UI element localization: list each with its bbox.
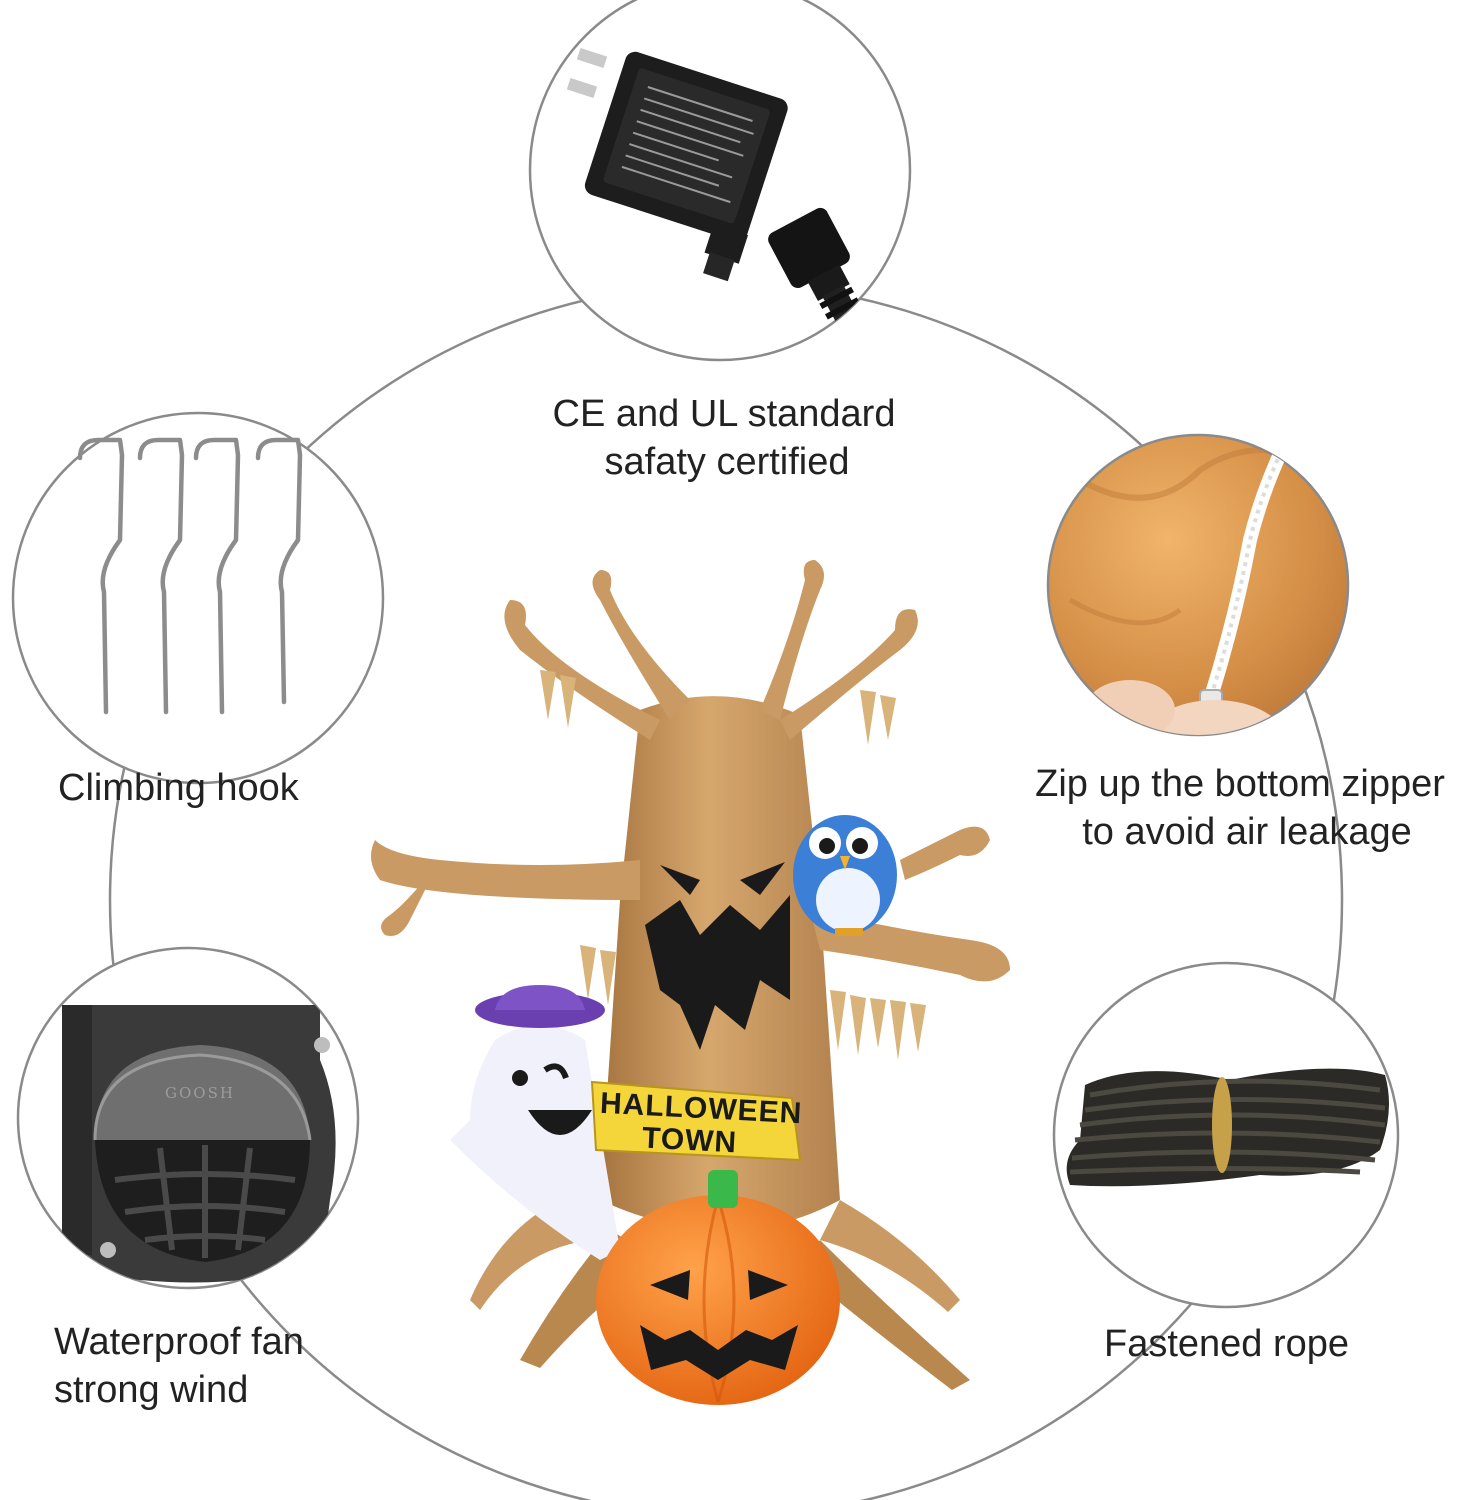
zipper-caption-line1: Zip up the bottom zipper	[1035, 763, 1445, 805]
power-caption-line2: safaty certified	[604, 441, 850, 483]
fan-caption-line2: strong wind	[54, 1369, 249, 1411]
hook-caption: Climbing hook	[58, 767, 299, 809]
zipper-circle	[1046, 433, 1350, 737]
inflatable-tree-illustration	[371, 560, 1010, 1405]
fan-brand-mark: GOOSH	[165, 1084, 235, 1102]
rope-bundle-icon	[1066, 1068, 1389, 1187]
fan-blower-icon	[62, 1005, 336, 1283]
hook-circle	[11, 411, 385, 785]
halloween-town-sign	[590, 1080, 802, 1162]
power-adapter-icon	[566, 47, 866, 332]
fan-caption-line1: Waterproof fan	[54, 1321, 304, 1363]
sign-text-line2: TOWN	[641, 1121, 738, 1160]
rope-caption: Fastened rope	[1104, 1323, 1350, 1365]
stake-hook-icon	[77, 437, 303, 715]
power-caption-line1: CE and UL standard	[552, 393, 896, 435]
ghost-body	[450, 1025, 620, 1260]
zipper-caption-line2: to avoid air leakage	[1082, 811, 1412, 853]
